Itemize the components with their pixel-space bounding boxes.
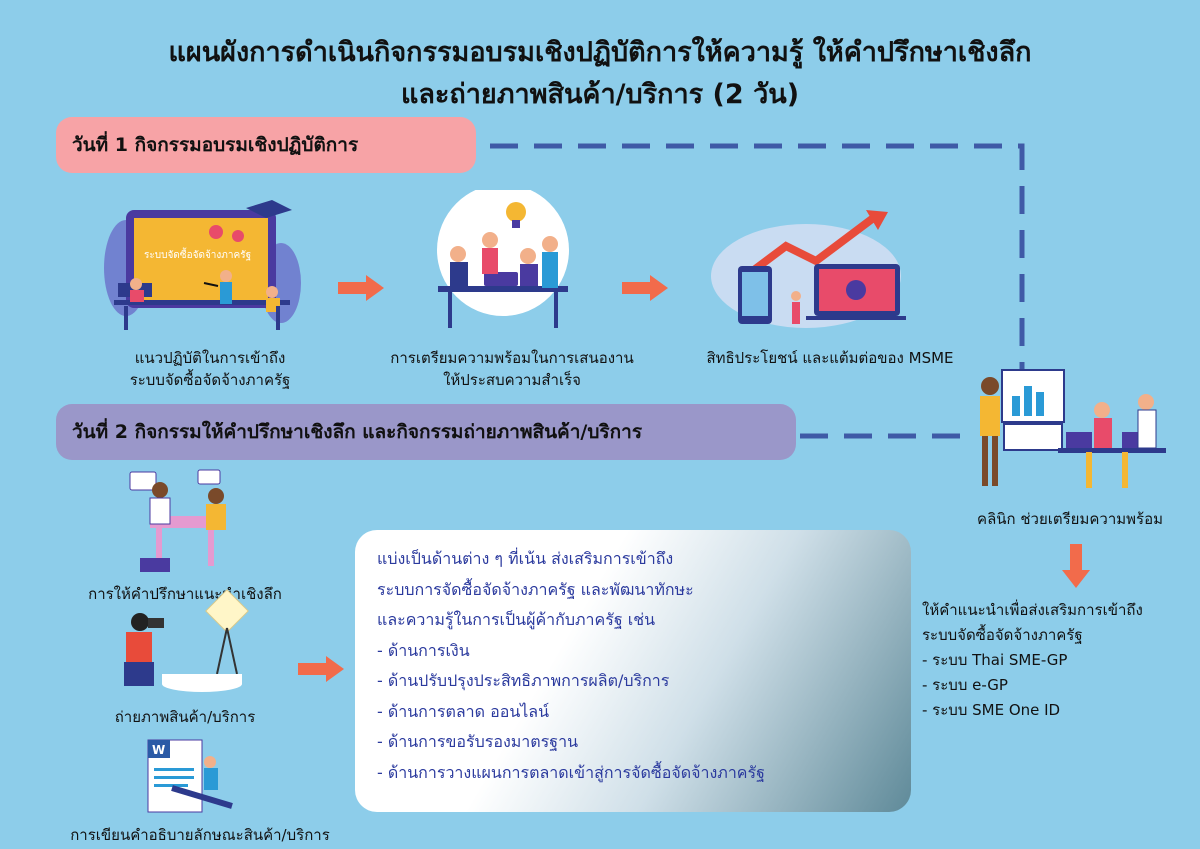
day2-banner: วันที่ 2 กิจกรรมให้คำปรึกษาเชิงลึก และกิ… [56, 404, 796, 460]
list-item: - ระบบ Thai SME-GP [922, 651, 1068, 669]
panel-line: และความรู้ในการเป็นผู้ค้ากับภาครัฐ เช่น [377, 610, 656, 629]
clinic-illustration [980, 369, 1166, 488]
panel-line: ระบบการจัดซื้อจัดจ้างภาครัฐ และพัฒนาทักษ… [377, 579, 694, 599]
panel-line: - ด้านการวางแผนการตลาดเข้าสู่การจัดซื้อจ… [377, 762, 765, 782]
photography-caption: ถ่ายภาพสินค้า/บริการ [114, 708, 256, 726]
page-subtitle: และถ่ายภาพสินค้า/บริการ (2 วัน) [400, 79, 800, 110]
training-illustration: ระบบจัดซื้อจัดจ้างภาครัฐ [104, 200, 301, 330]
clinic-caption: คลินิก ช่วยเตรียมความพร้อม [977, 510, 1163, 528]
writing-illustration: W [147, 739, 233, 813]
arrow-right-icon [298, 656, 344, 682]
arrow-right-icon [622, 275, 668, 301]
panel-line: - ด้านการขอรับรองมาตรฐาน [377, 732, 579, 751]
panel-line: - ด้านการเงิน [377, 640, 470, 660]
panel-line: - ด้านปรับปรุงประสิทธิภาพการผลิต/บริการ [377, 671, 670, 690]
list-item: ให้คำแนะนำเพื่อส่งเสริมการเข้าถึง [922, 601, 1143, 619]
list-item: - ระบบ e-GP [922, 676, 1008, 694]
consulting-topics-panel: แบ่งเป็นด้านต่าง ๆ ที่เน้น ส่งเสริมการเข… [355, 530, 911, 812]
arrow-right-icon [338, 275, 384, 301]
step1-caption: แนวปฏิบัติในการเข้าถึง ระบบจัดซื้อจัดจ้า… [129, 349, 291, 389]
clinic-recommendations: ให้คำแนะนำเพื่อส่งเสริมการเข้าถึง ระบบจั… [922, 598, 1192, 723]
step2-caption: การเตรียมความพร้อมในการเสนองาน ให้ประสบค… [390, 349, 634, 389]
list-item: - ระบบ SME One ID [922, 701, 1061, 719]
step3-caption: สิทธิประโยชน์ และแต้มต่อของ MSME [706, 349, 954, 367]
arrow-down-icon [1062, 544, 1090, 588]
photography-illustration [124, 589, 249, 692]
board-text: ระบบจัดซื้อจัดจ้างภาครัฐ [144, 247, 251, 261]
svg-text:W: W [152, 743, 165, 757]
page-title: แผนผังการดำเนินกิจกรรมอบรมเชิงปฏิบัติการ… [168, 37, 1032, 68]
day1-banner: วันที่ 1 กิจกรรมอบรมเชิงปฏิบัติการ [56, 117, 476, 173]
list-item: ระบบจัดซื้อจัดจ้างภาครัฐ [922, 626, 1083, 644]
writing-caption: การเขียนคำอธิบายลักษณะสินค้า/บริการ [70, 826, 330, 844]
panel-line: - ด้านการตลาด ออนไลน์ [377, 701, 550, 721]
teamwork-illustration [437, 190, 569, 328]
consulting-illustration [129, 469, 226, 572]
panel-line: แบ่งเป็นด้านต่าง ๆ ที่เน้น ส่งเสริมการเข… [377, 549, 674, 568]
benefits-illustration [711, 210, 906, 328]
